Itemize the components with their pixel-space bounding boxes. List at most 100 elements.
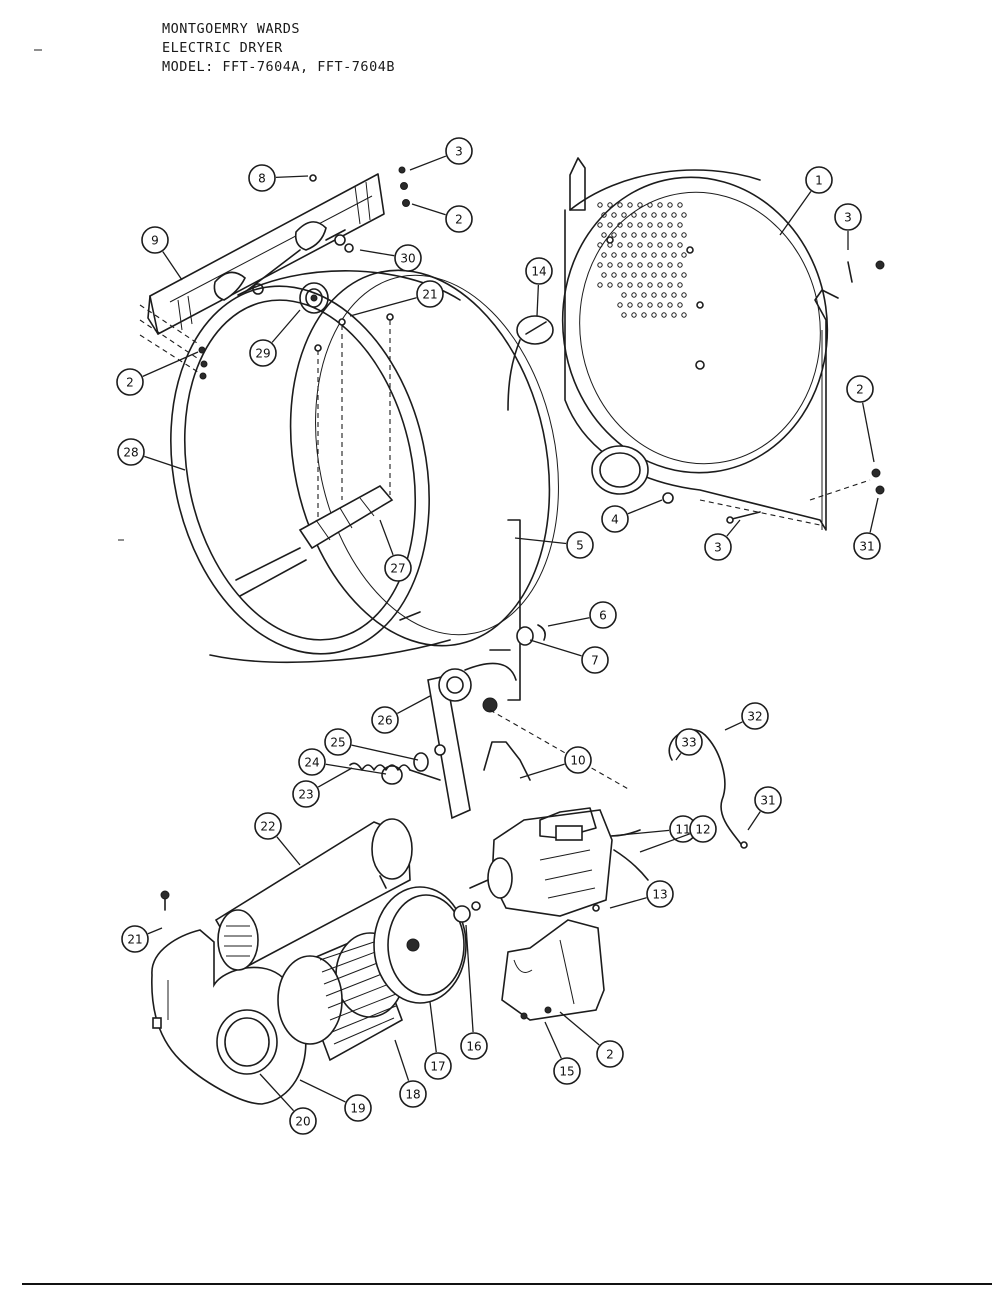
vent-hole: [637, 302, 643, 308]
vent-hole: [661, 272, 667, 278]
vent-hole: [657, 282, 663, 288]
callout-number: 15: [559, 1065, 574, 1079]
vent-hole: [677, 242, 683, 248]
exhaust-duct-part: [214, 818, 413, 971]
callout-bubble: [853, 532, 881, 560]
part-callout-31: 31: [853, 497, 881, 560]
vent-hole: [637, 242, 643, 248]
callout-number: 14: [531, 265, 546, 279]
vent-hole: [627, 302, 633, 308]
vent-hole: [607, 262, 613, 268]
callout-number: 26: [377, 714, 392, 728]
blower-pulley-part: [373, 886, 481, 1004]
callout-bubble: [589, 601, 617, 629]
part-callout-2: 2: [116, 351, 199, 396]
vent-hole: [627, 222, 633, 228]
callout-number: 2: [126, 376, 134, 390]
callout-number: 11: [675, 823, 690, 837]
vent-hole: [677, 282, 683, 288]
callout-bubble: [254, 812, 282, 840]
leader-line: [514, 537, 567, 545]
callout-number: 1: [815, 174, 823, 188]
vent-hole: [641, 292, 647, 298]
part-callout-5: 5: [514, 531, 594, 559]
vent-hole: [681, 312, 687, 318]
vent-hole: [611, 272, 617, 278]
leader-line: [162, 251, 183, 281]
vent-hole: [611, 232, 617, 238]
leader-line: [544, 1021, 562, 1059]
callout-number: 25: [330, 736, 345, 750]
leader-line: [379, 519, 394, 556]
callout-number: 8: [258, 172, 266, 186]
callout-bubble: [121, 925, 149, 953]
vent-hole: [641, 272, 647, 278]
callout-bubble: [689, 815, 717, 843]
vent-hole: [651, 252, 657, 258]
vent-hole: [657, 262, 663, 268]
callout-number: 27: [390, 562, 405, 576]
vent-hole: [641, 232, 647, 238]
vent-hole: [647, 222, 653, 228]
leader-line: [299, 1079, 346, 1103]
callout-bubble: [248, 164, 276, 192]
vent-hole: [667, 242, 673, 248]
callout-number: 22: [260, 820, 275, 834]
part-callout-26: 26: [371, 695, 431, 734]
part-callout-3: 3: [409, 137, 473, 171]
leader-line: [429, 1001, 437, 1053]
vent-hole: [637, 282, 643, 288]
callout-bubble: [805, 166, 833, 194]
vent-hole: [671, 252, 677, 258]
callout-number: 2: [856, 383, 864, 397]
callout-number: 19: [350, 1102, 365, 1116]
callout-bubble: [846, 375, 874, 403]
callout-number: 7: [591, 654, 599, 668]
vent-hole: [661, 252, 667, 258]
front-bracket-part: [139, 173, 385, 373]
vent-hole: [667, 302, 673, 308]
vent-hole: [671, 212, 677, 218]
roller-assembly: [349, 752, 441, 785]
callout-number: 3: [714, 541, 722, 555]
vent-hole: [617, 222, 623, 228]
vent-hole: [661, 312, 667, 318]
blower-housing-part: [151, 929, 307, 1105]
callout-bubble: [566, 531, 594, 559]
vent-hole: [597, 282, 603, 288]
callout-bubble: [445, 205, 473, 233]
callout-bubble: [601, 505, 629, 533]
screw: [314, 344, 322, 352]
callout-number: 2: [606, 1048, 614, 1062]
callout-number: 28: [123, 446, 138, 460]
part-callout-20: 20: [259, 1073, 317, 1135]
brand-title: MONTGOEMRY WARDS: [162, 21, 301, 37]
part-callout-31: 31: [747, 786, 782, 831]
leader-line: [317, 767, 353, 788]
callout-bubble: [553, 1057, 581, 1085]
alignment-line: [489, 709, 631, 791]
vent-hole: [641, 252, 647, 258]
vent-hole: [631, 312, 637, 318]
model-numbers: MODEL: FFT-7604A, FFT-7604B: [162, 59, 395, 75]
part-callout-33: 33: [675, 728, 703, 761]
vent-hole: [651, 212, 657, 218]
sensor-part: [507, 315, 554, 411]
leader-line: [142, 351, 199, 377]
part-callout-15: 15: [544, 1021, 581, 1085]
callout-bubble: [141, 226, 169, 254]
vent-hole: [607, 222, 613, 228]
vent-hole: [641, 312, 647, 318]
screw: [160, 890, 170, 900]
vent-perforations: [597, 202, 687, 318]
callout-bubble: [564, 746, 592, 774]
vent-hole: [601, 272, 607, 278]
part-callout-28: 28: [117, 438, 186, 471]
part-callout-19: 19: [299, 1079, 372, 1122]
callout-number: 33: [681, 736, 696, 750]
vent-hole: [651, 232, 657, 238]
leader-line: [147, 927, 163, 935]
callout-number: 23: [298, 788, 313, 802]
callout-bubble: [371, 706, 399, 734]
part-callout-2: 2: [846, 375, 875, 463]
